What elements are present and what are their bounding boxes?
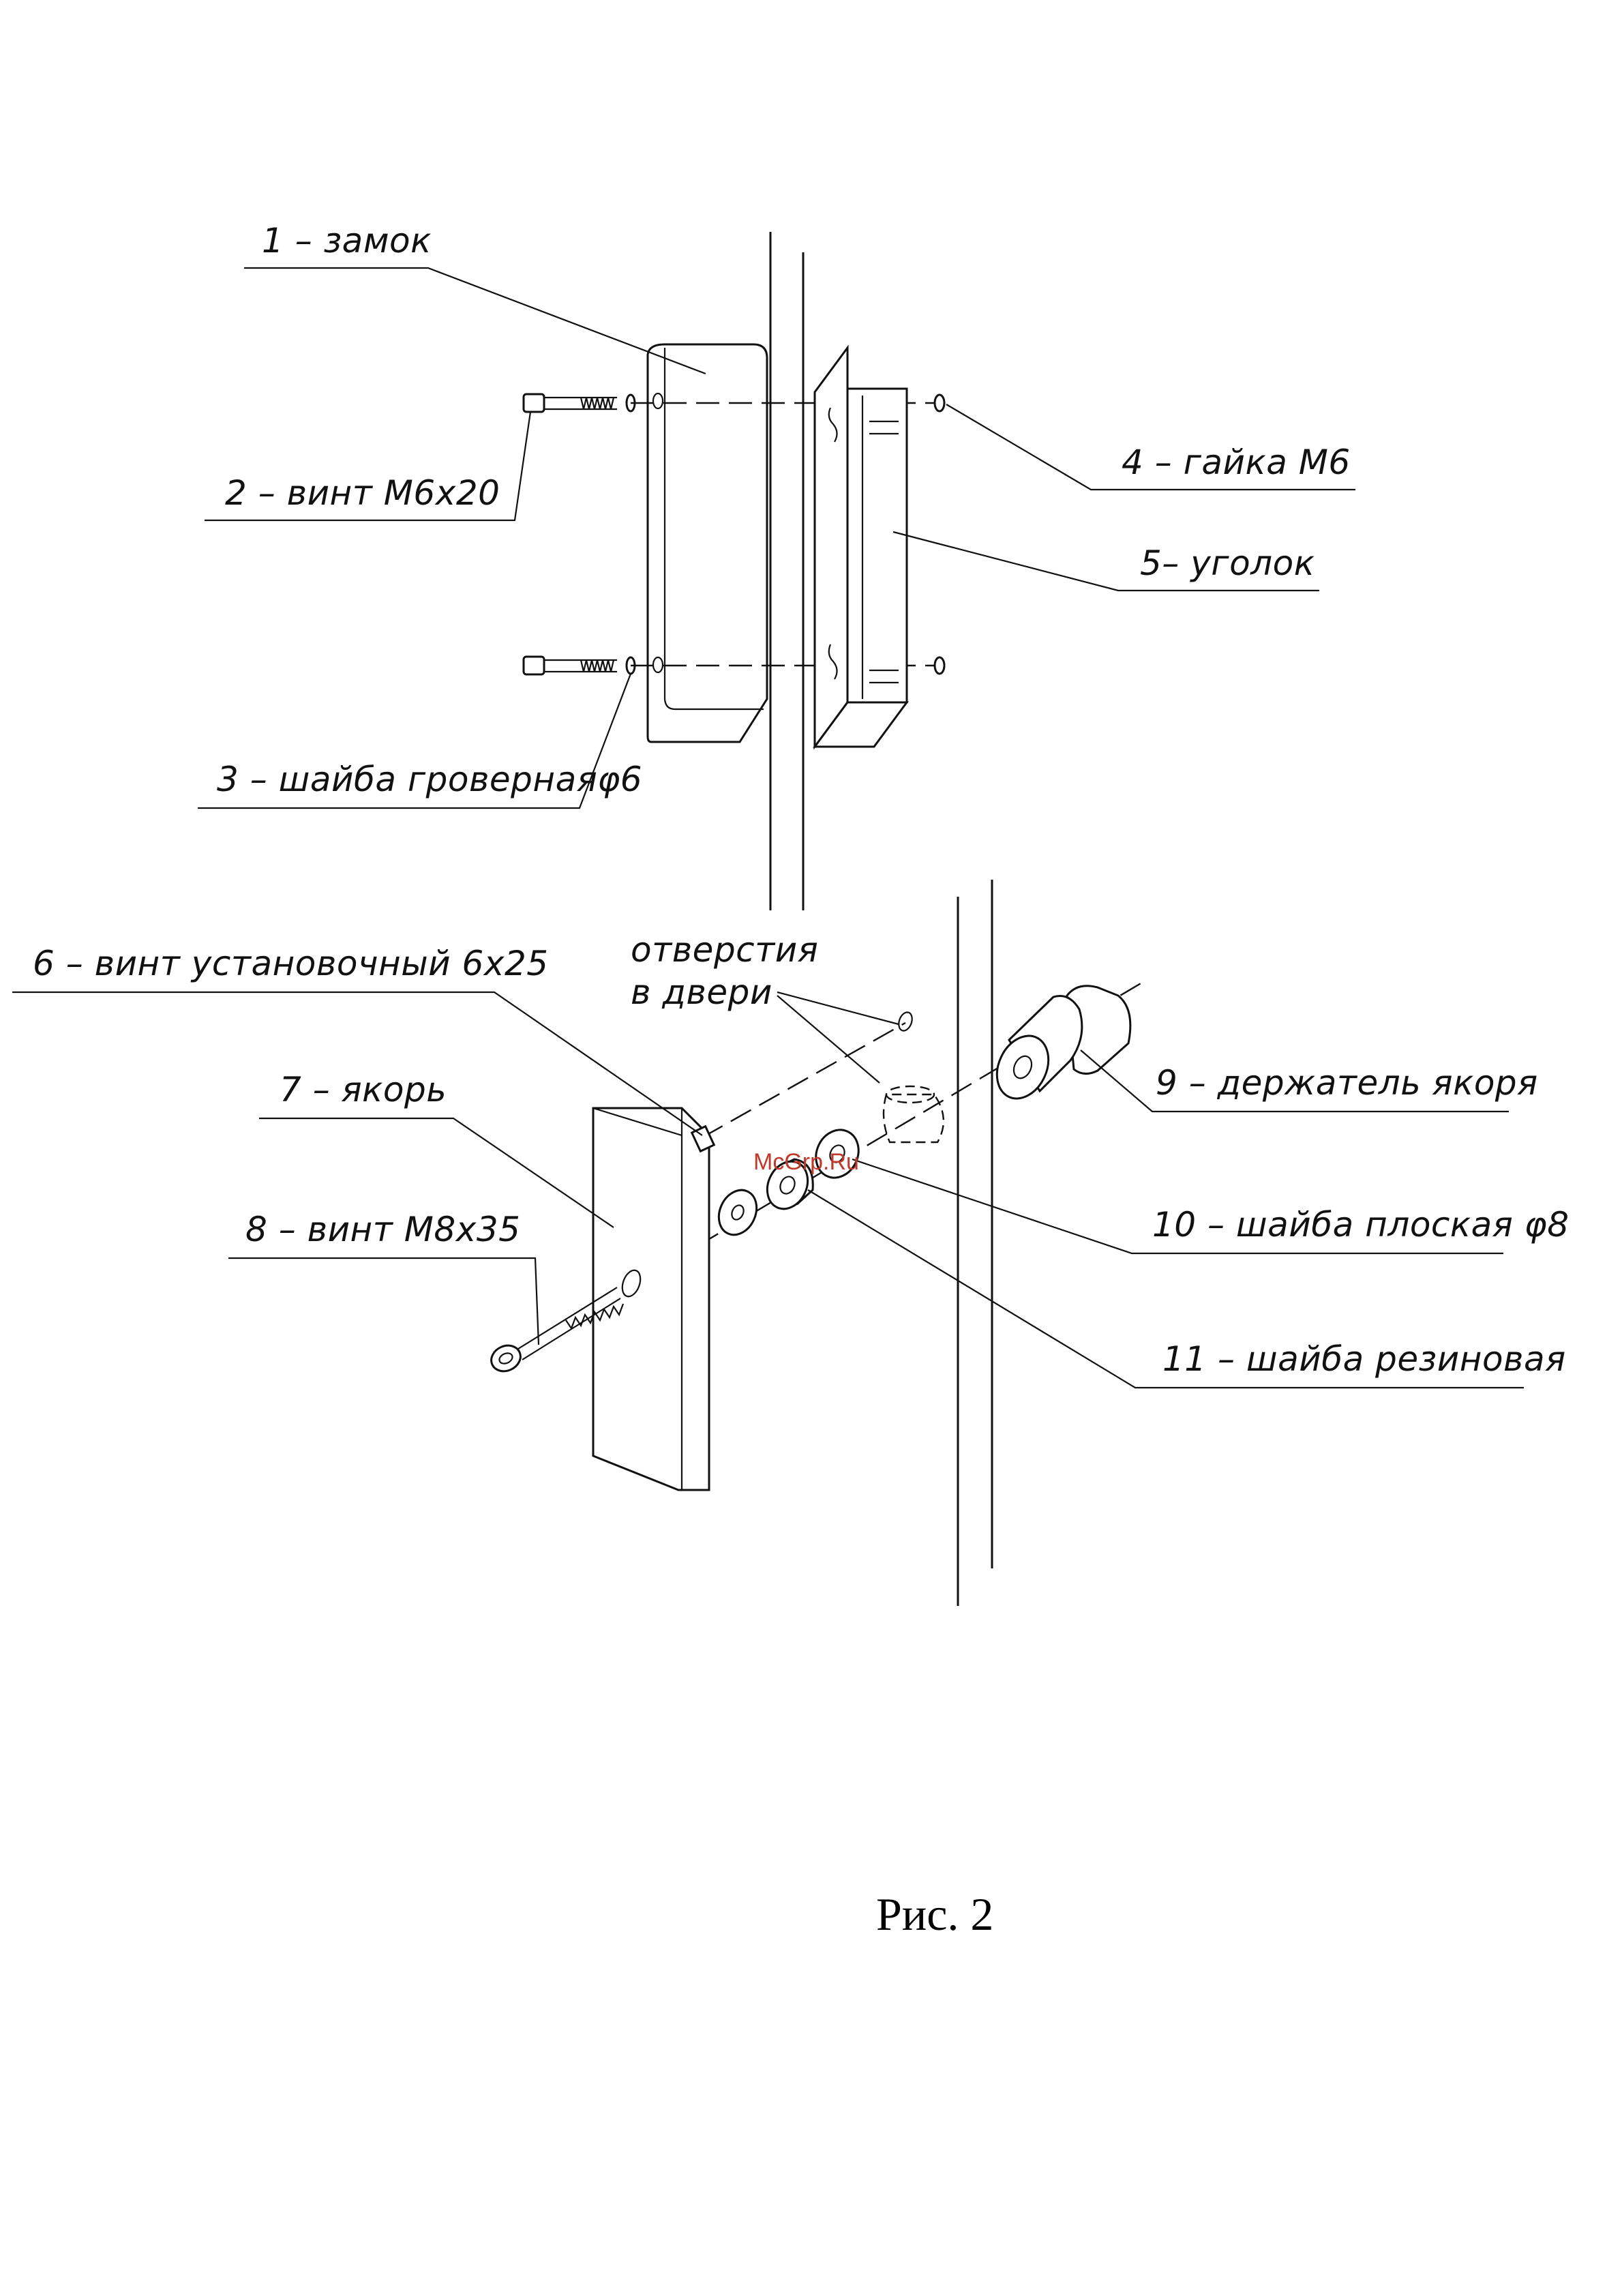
label-7-anchor: 7 – якорь — [280, 1070, 447, 1109]
door-frame-lower — [958, 880, 992, 1606]
label-9-holder: 9 – держатель якоря — [1156, 1063, 1538, 1103]
label-6-set-screw: 6 – винт установочный 6х25 — [33, 944, 549, 983]
watermark: McGrp.Ru — [753, 1149, 859, 1175]
label-door-holes-line2: в двери — [631, 972, 772, 1012]
label-10-flat-washer: 10 – шайба плоская φ8 — [1152, 1205, 1570, 1244]
leader-lines-upper — [198, 268, 1355, 808]
angle-bracket — [815, 348, 907, 747]
label-5-bracket: 5– уголок — [1140, 543, 1315, 583]
figure-caption: Рис. 2 — [876, 1888, 993, 1940]
label-2-screw: 2 – винт М6х20 — [225, 473, 500, 513]
door-frame-upper — [770, 232, 803, 910]
label-8-screw: 8 – винт М8х35 — [245, 1210, 520, 1249]
axis-setscrew — [702, 1023, 905, 1137]
lock-body — [648, 344, 767, 742]
nut-m6 — [935, 395, 944, 674]
door-holes — [777, 992, 944, 1142]
label-11-rubber-washer: 11 – шайба резиновая — [1162, 1339, 1566, 1379]
label-door-holes-line1: отверстия — [631, 930, 818, 970]
anchor-plate — [593, 1108, 709, 1490]
label-3-washer: 3 – шайба гровернаяφ6 — [217, 760, 642, 799]
label-1-lock: 1 – замок — [262, 221, 432, 260]
anchor-holder — [987, 986, 1130, 1107]
label-4-nut: 4 – гайка М6 — [1122, 443, 1351, 482]
